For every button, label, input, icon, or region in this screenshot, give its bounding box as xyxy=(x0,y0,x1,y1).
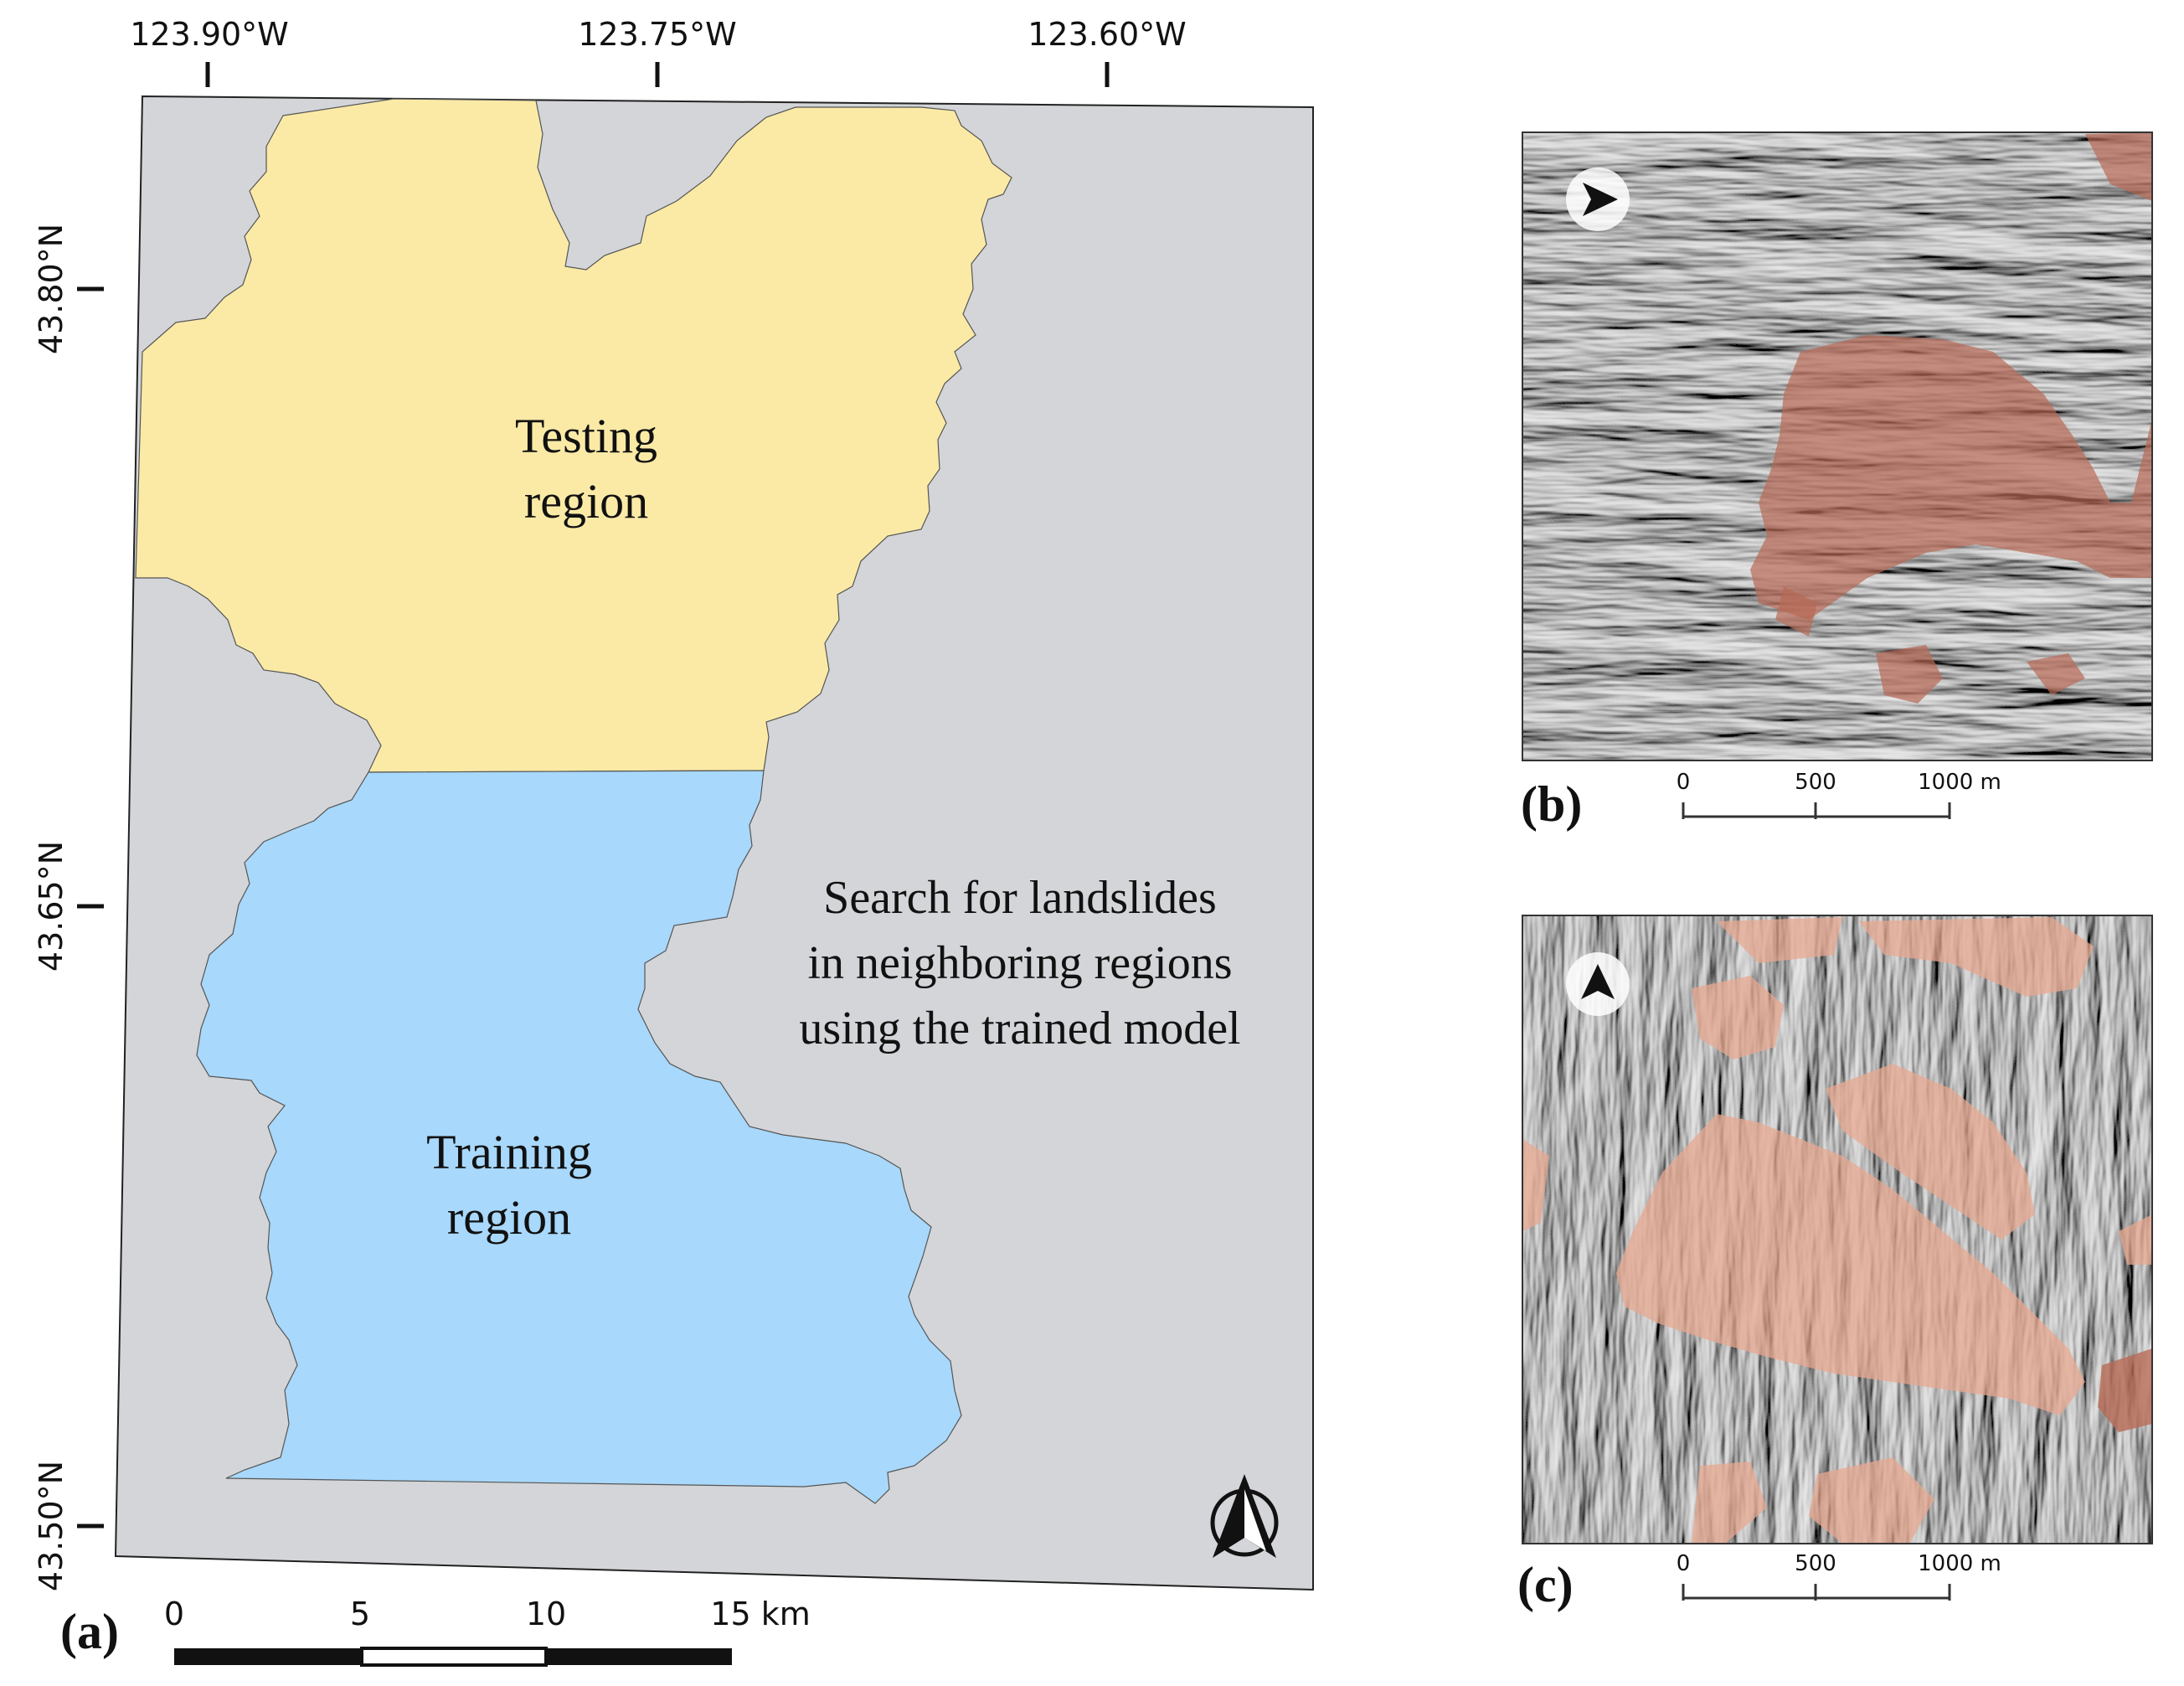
lon-tick-label: 123.60°W xyxy=(1028,16,1187,53)
annotation-line-1: Search for landslides xyxy=(823,872,1217,924)
lon-tick-label: 123.90°W xyxy=(130,16,289,53)
panel-c-label: (c) xyxy=(1517,1557,1574,1612)
annotation-line-2: in neighboring regions xyxy=(807,937,1232,989)
hillshade-image-b xyxy=(1522,132,2152,761)
testing-region-label-2: region xyxy=(524,474,648,528)
scale-tick-label: 500 xyxy=(1795,1551,1836,1576)
panel-a: Testing region Training region Search fo… xyxy=(33,16,1314,1667)
scale-tick-label: 0 xyxy=(1677,1551,1691,1576)
testing-region xyxy=(135,98,1012,773)
panel-a-label: (a) xyxy=(60,1604,119,1659)
panel-c: (c) 0 500 1000 m xyxy=(1517,915,2153,1612)
scale-tick-label: 10 xyxy=(526,1596,566,1632)
longitude-axis: 123.90°W 123.75°W 123.60°W xyxy=(130,16,1187,87)
scale-tick-label: 500 xyxy=(1795,770,1836,795)
scale-tick-label: 0 xyxy=(164,1596,184,1632)
scale-bar-b: 0 500 1000 m xyxy=(1677,770,2001,819)
lon-tick-label: 123.75°W xyxy=(578,16,737,53)
scale-tick-label: 1000 m xyxy=(1918,1551,2001,1576)
training-region-label-1: Training xyxy=(426,1125,592,1179)
north-arrow-circle-icon xyxy=(1566,168,1630,231)
north-arrow-icon xyxy=(1210,1474,1279,1558)
testing-region-label-1: Testing xyxy=(515,409,657,463)
lat-tick-label: 43.65°N xyxy=(33,841,70,972)
scale-bar-c: 0 500 1000 m xyxy=(1677,1551,2001,1601)
north-arrow-circle-icon xyxy=(1566,952,1630,1016)
lat-tick-label: 43.50°N xyxy=(33,1461,70,1591)
training-region xyxy=(196,770,962,1504)
annotation-line-3: using the trained model xyxy=(799,1003,1240,1054)
panel-b: (b) 0 500 1000 m xyxy=(1521,131,2153,832)
scale-tick-label: 15 km xyxy=(710,1596,810,1632)
scale-tick-label: 0 xyxy=(1677,770,1691,795)
panel-b-label: (b) xyxy=(1521,776,1582,832)
lat-tick-label: 43.80°N xyxy=(33,224,70,354)
landslide-polygon-b xyxy=(1750,335,2152,620)
scale-tick-label: 1000 m xyxy=(1918,770,2001,795)
scale-tick-label: 5 xyxy=(350,1596,370,1632)
training-region-label-2: region xyxy=(447,1190,571,1245)
latitude-axis: 43.80°N 43.65°N 43.50°N xyxy=(33,224,104,1591)
landslide-polygon-c xyxy=(2098,1348,2152,1432)
hillshade-image-c xyxy=(1522,915,2152,1544)
landslide-polygon-c xyxy=(1616,1114,2085,1415)
scale-bar-a: 0 5 10 15 km xyxy=(164,1596,811,1667)
